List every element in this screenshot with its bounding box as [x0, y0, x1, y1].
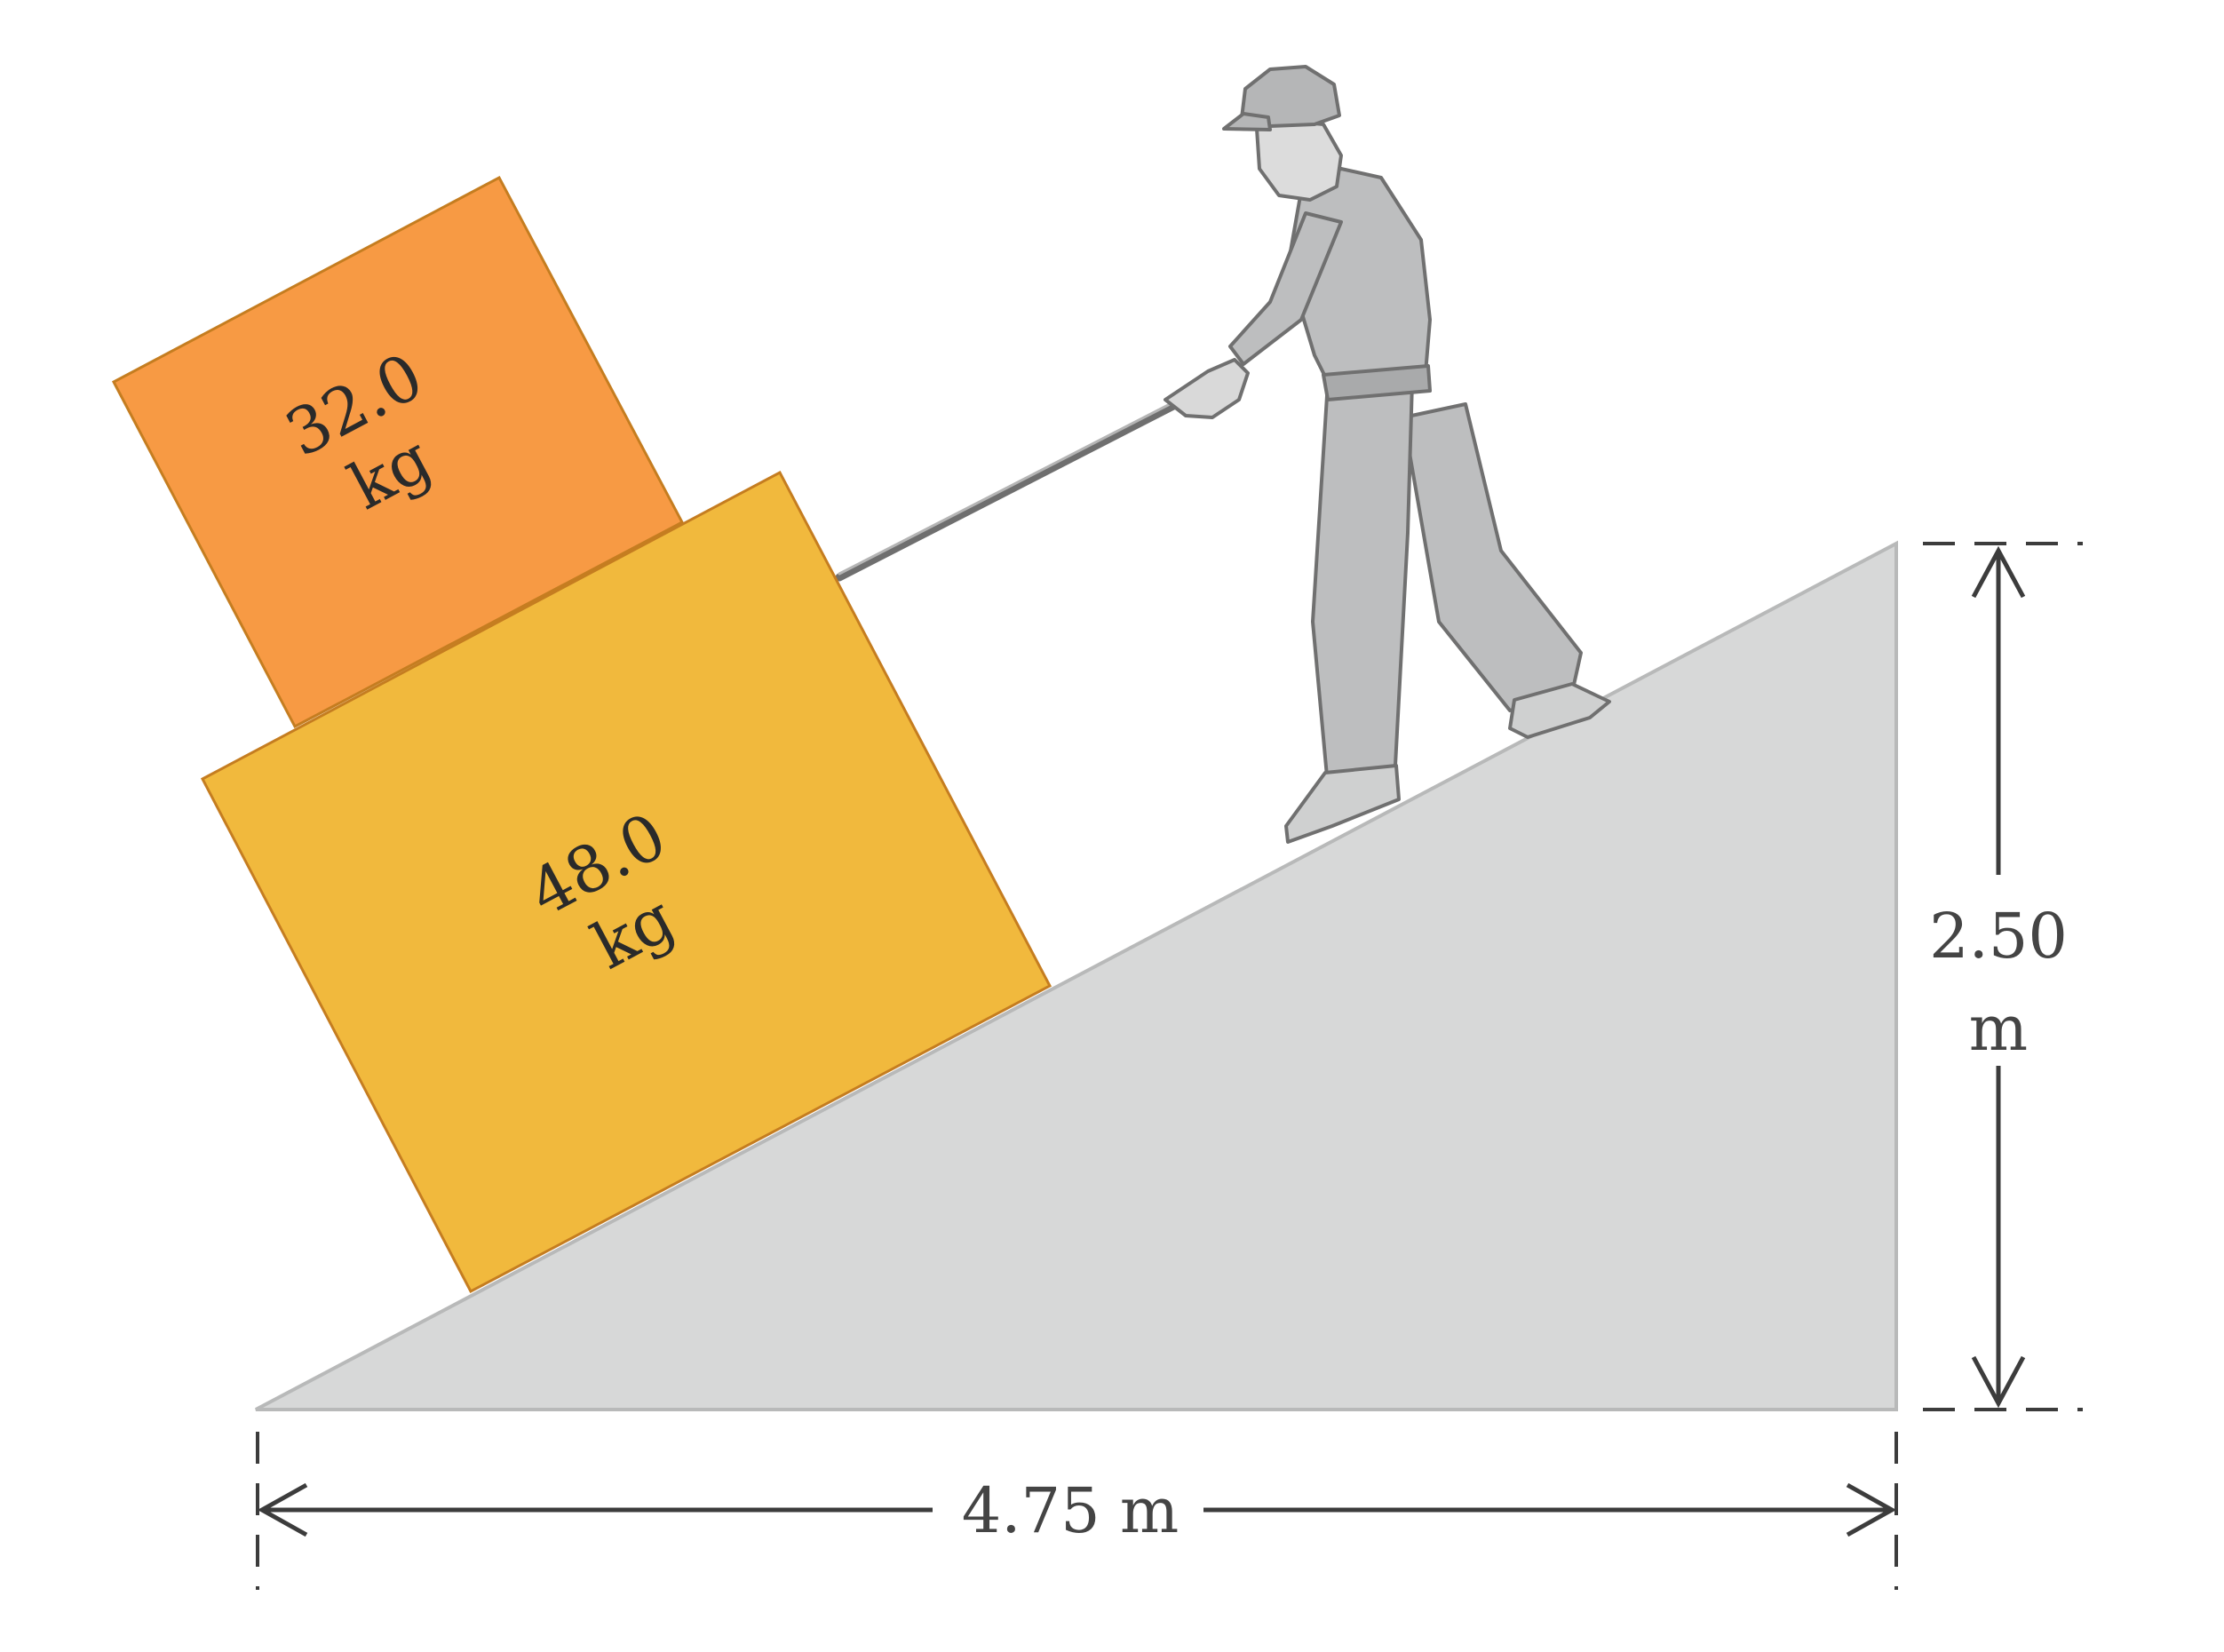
upper-box: 32.0 kg: [111, 175, 685, 729]
person-front-shoe: [1284, 764, 1401, 844]
person-head: [1255, 118, 1343, 202]
height-unit-label: m: [1969, 992, 2028, 1065]
person-arm: [1228, 211, 1343, 366]
base-arrow-right-icon: [1846, 1482, 1897, 1537]
height-value-label: 2.50: [1929, 900, 2068, 973]
person-back-leg: [1402, 402, 1583, 712]
lower-box: 48.0 kg: [200, 470, 1052, 1294]
person-cap-brim: [1222, 112, 1272, 131]
lower-box-shape: [200, 470, 1052, 1294]
rope: [835, 400, 1181, 582]
upper-box-shape: [111, 175, 685, 729]
person-front-leg: [1311, 380, 1414, 788]
person-hand: [1164, 358, 1250, 419]
person-back-shoe: [1508, 682, 1611, 739]
base-arrow-left-icon: [257, 1482, 308, 1537]
base-dimension: [256, 1432, 1898, 1590]
inclined-ramp: [255, 540, 1898, 1411]
height-dimension: [1923, 542, 2083, 1411]
base-length-label: 4.75 m: [962, 1474, 1180, 1547]
person-cap: [1240, 65, 1341, 128]
height-arrow-down-icon: [1971, 1355, 2026, 1409]
height-arrow-up-icon: [1971, 545, 2026, 599]
rope-highlight: [838, 399, 1179, 576]
person-belt: [1322, 364, 1432, 401]
person-pulling-figure: [1164, 65, 1611, 844]
